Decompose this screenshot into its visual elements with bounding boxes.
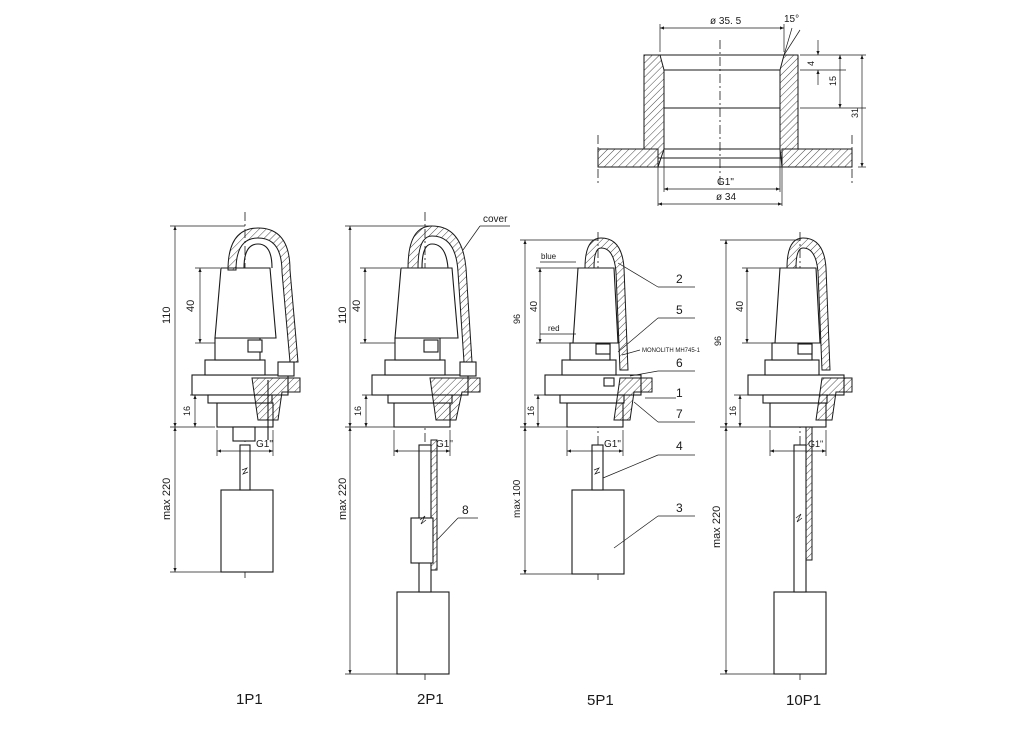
variant-label-10p1: 10P1 xyxy=(786,692,821,709)
stem-5p1 xyxy=(591,444,604,491)
dim-max-2p1: max 220 xyxy=(337,478,349,520)
dim-15: 15 xyxy=(828,76,838,86)
callout-8: 8 xyxy=(462,503,469,517)
variant-5p1: blue red MONOLITH MH745-1 2 5 6 1 7 4 3 … xyxy=(512,232,701,709)
variant-10p1: 96 40 16 G1" max 220 10P1 xyxy=(711,232,853,709)
cover-1p1 xyxy=(227,227,299,363)
float-10p1 xyxy=(773,591,827,675)
callout-4: 4 xyxy=(676,439,683,453)
dim-16-5p1: 16 xyxy=(526,406,536,416)
callout-3: 3 xyxy=(676,501,683,515)
dim-40-5p1: 40 xyxy=(529,300,540,312)
cover-10p1 xyxy=(786,237,831,371)
dim-40-1p1: 40 xyxy=(185,300,197,312)
float-1p1 xyxy=(220,489,274,573)
dim-96-5p1: 96 xyxy=(512,314,522,324)
stem-1p1 xyxy=(239,444,251,491)
dim-max-1p1: max 220 xyxy=(161,478,173,520)
dim-31: 31 xyxy=(850,108,860,118)
label-red: red xyxy=(548,324,560,333)
dim-96-10p1: 96 xyxy=(713,336,723,346)
dim-16-2p1: 16 xyxy=(353,406,363,416)
dim-max-10p1: max 220 xyxy=(711,506,723,548)
dim-16-1p1: 16 xyxy=(182,406,192,416)
label-monolith: MONOLITH MH745-1 xyxy=(642,348,701,354)
label-blue: blue xyxy=(541,252,557,261)
dim-110-2p1: 110 xyxy=(337,306,349,324)
variant-label-2p1: 2P1 xyxy=(417,691,444,708)
callout-2: 2 xyxy=(676,272,683,286)
dim-thread-1p1: G1" xyxy=(256,439,273,450)
callout-7: 7 xyxy=(676,407,683,421)
socket-detail: ø 35. 5 15° 4 15 31 G1" ø 34 xyxy=(597,14,866,206)
dim-110-1p1: 110 xyxy=(161,306,173,324)
variant-2p1: cover 110 40 16 G1" max 220 8 2P1 xyxy=(337,212,510,708)
dim-40-10p1: 40 xyxy=(735,300,746,312)
label-cover: cover xyxy=(483,214,508,225)
dim-thread-2p1: G1" xyxy=(436,439,453,450)
variant-1p1: 110 40 16 G1" max 220 1P1 xyxy=(161,212,301,708)
dim-16-10p1: 16 xyxy=(728,406,738,416)
dim-top-diameter: ø 35. 5 xyxy=(710,16,742,27)
cover-5p1 xyxy=(584,237,629,371)
socket-plate-left xyxy=(597,148,659,168)
variant-label-5p1: 5P1 xyxy=(587,692,614,709)
dim-40-2p1: 40 xyxy=(351,300,363,312)
dim-max-5p1: max 100 xyxy=(512,479,523,518)
dim-thread-10p1: G1" xyxy=(808,439,823,449)
callout-6: 6 xyxy=(676,356,683,370)
float-2p1 xyxy=(396,591,450,675)
variant-label-1p1: 1P1 xyxy=(236,691,263,708)
stem-10p1 xyxy=(793,444,807,593)
guard-tube-2p1 xyxy=(430,439,438,571)
float-5p1 xyxy=(571,489,625,575)
dim-angle: 15° xyxy=(784,14,799,25)
dim-thread: G1" xyxy=(717,177,734,188)
callout-1: 1 xyxy=(676,386,683,400)
socket-plate-right xyxy=(781,148,853,168)
callout-5: 5 xyxy=(676,303,683,317)
dim-thread-5p1: G1" xyxy=(604,439,621,450)
dim-4: 4 xyxy=(806,61,816,66)
dim-bottom-diameter: ø 34 xyxy=(716,192,736,203)
